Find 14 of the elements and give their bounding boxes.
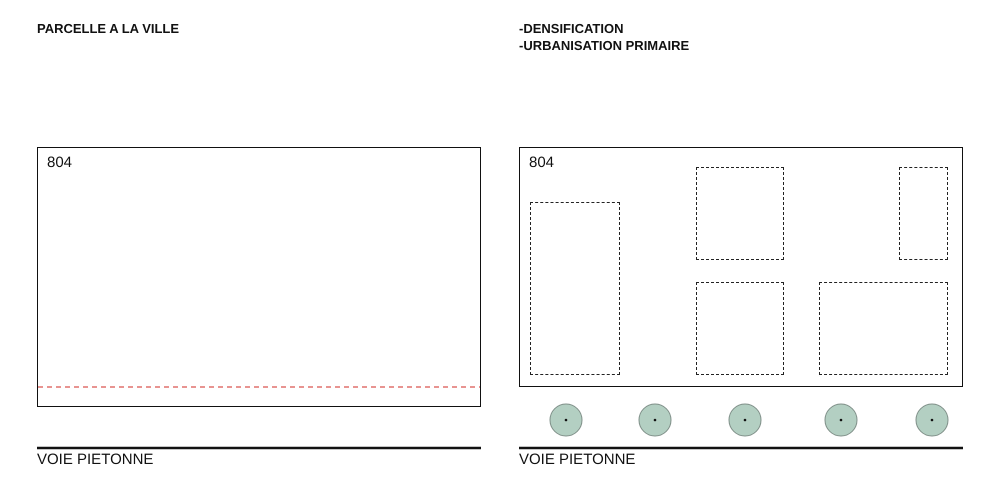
- parcel-number: 804: [47, 154, 72, 171]
- parcel-outline: [519, 147, 963, 387]
- footpath-label: VOIE PIETONNE: [37, 451, 154, 468]
- building-footprint: [696, 282, 784, 374]
- building-footprint: [530, 202, 620, 374]
- parcel-outline: [37, 147, 481, 407]
- parcel-number: 804: [529, 154, 554, 171]
- heading: -URBANISATION PRIMAIRE: [519, 38, 690, 53]
- building-footprint: [696, 166, 784, 260]
- footpath-label: VOIE PIETONNE: [519, 451, 636, 468]
- heading: -DENSIFICATION: [519, 21, 624, 36]
- building-footprint: [898, 166, 948, 260]
- heading: PARCELLE A LA VILLE: [37, 21, 180, 36]
- building-footprint: [818, 282, 948, 374]
